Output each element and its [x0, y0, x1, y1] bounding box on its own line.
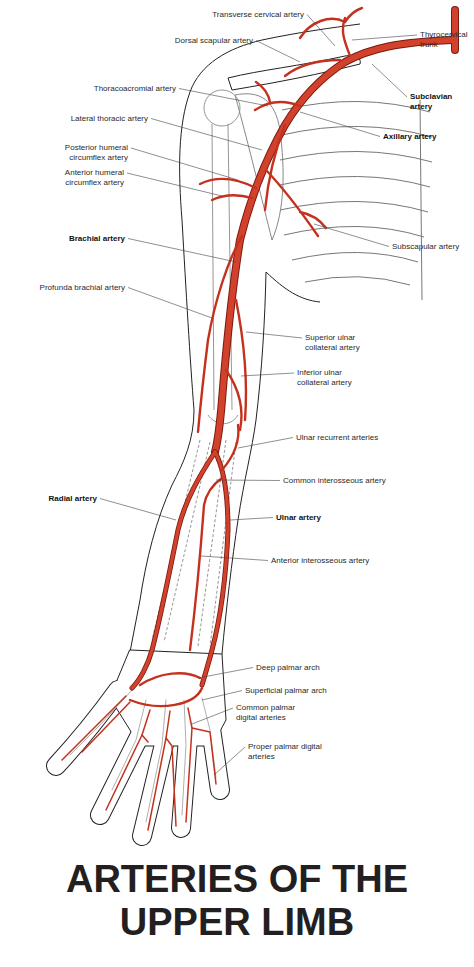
artery-label: Anterior interosseous artery [271, 556, 391, 566]
leader-line [241, 373, 294, 376]
leader-line [202, 691, 242, 701]
leader-line [352, 35, 417, 40]
leader-line [128, 239, 236, 263]
leader-line [198, 668, 253, 679]
artery-label: Common palmar digital arteries [236, 703, 311, 723]
leader-line [128, 288, 212, 319]
leader-line [372, 64, 407, 97]
leader-line [201, 556, 268, 561]
artery-label: Deep palmar arch [256, 663, 346, 673]
leader-line [256, 41, 300, 63]
leader-line [151, 119, 262, 151]
leader-line [179, 89, 268, 107]
artery-label: Radial artery [27, 494, 97, 504]
artery-label: Ulnar recurrent arteries [296, 433, 406, 443]
artery-label: Axillary artery [383, 132, 463, 142]
artery-label: Superior ulnar collateral artery [305, 333, 380, 353]
leader-line [314, 224, 389, 247]
artery-label: Transverse cervical artery [184, 10, 304, 20]
artery-label: Inferior ulnar collateral artery [297, 368, 372, 388]
artery-label: Common interosseous artery [283, 476, 403, 486]
leader-line [127, 173, 222, 196]
leader-line [100, 499, 176, 521]
artery-label: Dorsal scapular artery [143, 36, 253, 46]
leader-line [238, 438, 293, 449]
artery-label: Proper palmar digital arteries [248, 742, 323, 762]
leader-line [192, 708, 233, 724]
artery-label: Brachial artery [45, 234, 125, 244]
artery-label: Subscapular artery [392, 242, 472, 252]
leader-line [214, 747, 245, 775]
artery-label: Profunda brachial artery [15, 283, 125, 293]
artery-label: Thyrocervical trunk [420, 30, 474, 50]
artery-label: Thoracoacromial artery [56, 84, 176, 94]
diagram-title: ARTERIES OF THE UPPER LIMB [37, 858, 437, 943]
artery-label: Superficial palmar arch [245, 686, 345, 696]
leader-line [246, 332, 302, 338]
leader-line [307, 15, 335, 47]
artery-label: Posterior humeral circumflex artery [53, 143, 128, 163]
leader-line [230, 518, 273, 521]
artery-label: Subclavian artery [410, 92, 462, 112]
artery-label: Ulnar artery [276, 513, 346, 523]
leader-line [300, 112, 380, 137]
artery-label: Lateral thoracic artery [38, 114, 148, 124]
artery-label: Anterior humeral circumflex artery [49, 168, 124, 188]
leader-line [131, 148, 238, 180]
leader-line [216, 480, 280, 482]
